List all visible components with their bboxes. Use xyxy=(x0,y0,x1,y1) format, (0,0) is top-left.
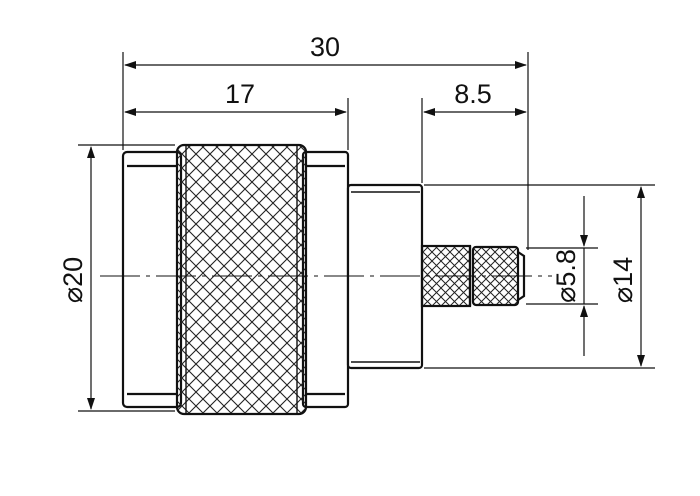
front-sleeve xyxy=(301,150,350,409)
dim-overall-length: 30 xyxy=(310,32,340,62)
dim-body-diameter: ⌀20 xyxy=(58,257,88,303)
dim-crimp-diameter: ⌀14 xyxy=(608,257,638,303)
rear-ring xyxy=(121,150,183,409)
connector-body xyxy=(121,143,526,416)
extension-lines xyxy=(78,52,655,412)
dimension-lines xyxy=(87,61,645,410)
dim-crimp-length: 8.5 xyxy=(454,79,492,109)
dim-pin-diameter: ⌀5.8 xyxy=(551,249,581,303)
knurled-nut xyxy=(175,143,308,416)
dim-body-length: 17 xyxy=(225,79,255,109)
